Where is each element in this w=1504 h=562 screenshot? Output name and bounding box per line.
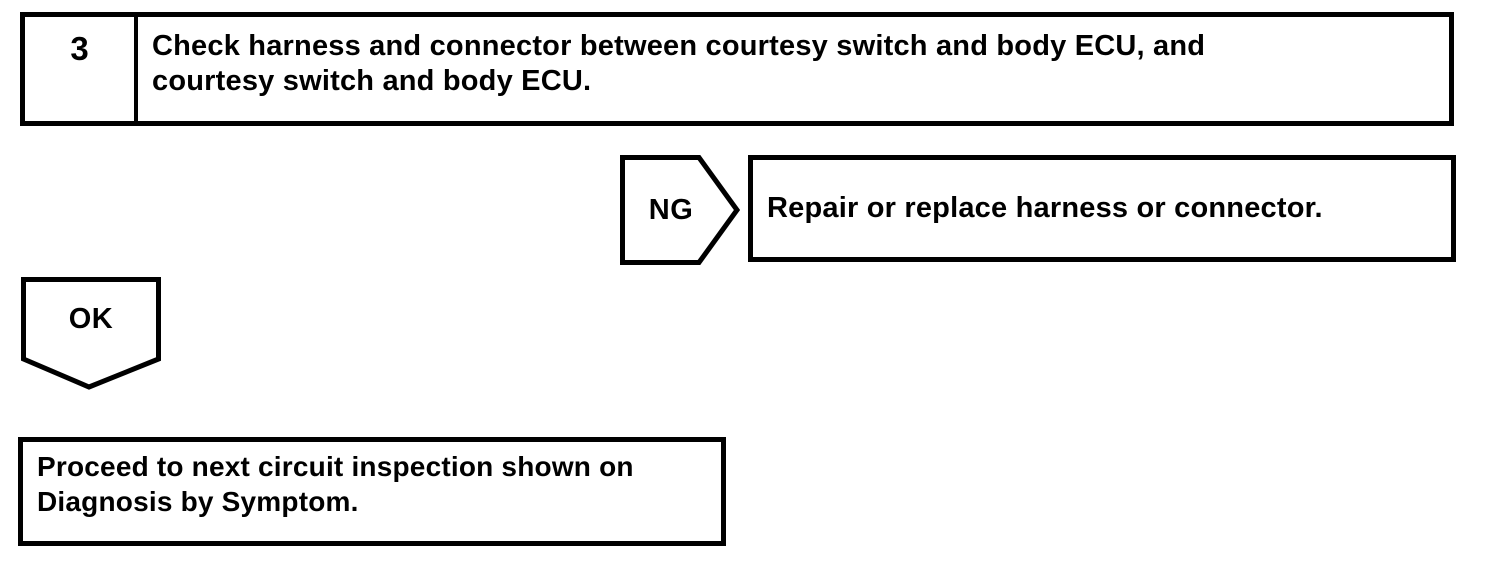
- step-instruction-line-1: Check harness and connector between cour…: [152, 30, 1206, 62]
- step-box: 3 Check harness and connector between co…: [20, 12, 1454, 126]
- ok-result-line-2: Diagnosis by Symptom.: [37, 486, 359, 517]
- ng-result-text: Repair or replace harness or connector.: [767, 192, 1323, 224]
- step-instruction-line-2: courtesy switch and body ECU.: [152, 65, 592, 97]
- ng-result-box: Repair or replace harness or connector.: [748, 155, 1456, 262]
- ok-connector: OK: [21, 277, 161, 391]
- ok-result-box: Proceed to next circuit inspection shown…: [18, 437, 726, 546]
- step-instruction: Check harness and connector between cour…: [138, 17, 1449, 121]
- ok-arrow-down-icon: [21, 277, 161, 390]
- ok-result-line-1: Proceed to next circuit inspection shown…: [37, 451, 634, 482]
- ng-arrow-right-icon: [620, 155, 740, 265]
- step-number: 3: [25, 17, 138, 121]
- ng-label: NG: [648, 193, 694, 226]
- ng-connector: NG: [620, 155, 740, 265]
- ok-label: OK: [68, 302, 114, 335]
